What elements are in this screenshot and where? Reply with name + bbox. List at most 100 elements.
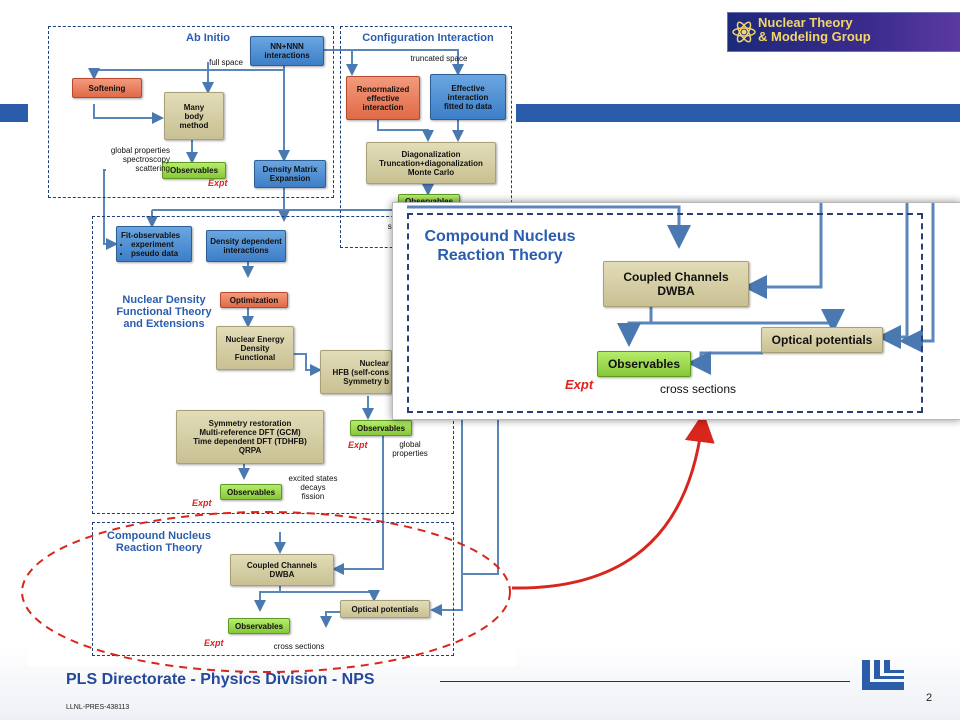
nn-nnn-box: NN+NNN interactions [250, 36, 324, 66]
zoom-observables-box: Observables [597, 351, 691, 377]
document-code: LLNL-PRES-438113 [66, 704, 130, 711]
observables-ab-box: Observables [162, 162, 226, 179]
full-space-label: full space [209, 58, 243, 67]
expt-label-sym: Expt [192, 498, 212, 508]
global-props-line-3: scattering [135, 164, 170, 173]
zoom-cross-sections-label: cross sections [659, 382, 737, 396]
excited-line-1: excited states [288, 474, 338, 483]
config-interaction-title: Configuration Interaction [362, 32, 494, 44]
nedf-box: Nuclear Energy Density Functional [216, 326, 294, 370]
density-matrix-box: Density Matrix Expansion [254, 160, 326, 188]
coupled-line-2: DWBA [269, 570, 295, 579]
nn-nnn-line-2: interactions [264, 51, 310, 60]
hfb-line-1: Nuclear [359, 358, 389, 368]
cross-sections-label: cross sections [273, 642, 325, 651]
page-number: 2 [926, 692, 933, 704]
compound-title: Compound Nucleus Reaction Theory [94, 530, 224, 554]
observables-hfb-box: Observables [350, 420, 412, 436]
effective-line-3: fitted to data [444, 101, 492, 111]
expt-label-ab: Expt [208, 178, 228, 188]
atom-icon [732, 21, 756, 43]
footer-title: PLS Directorate - Physics Division - NPS [66, 671, 375, 688]
nedf-line-1: Nuclear Energy [225, 334, 285, 344]
truncated-space-label: truncated space [410, 54, 468, 63]
ab-initio-title: Ab Initio [186, 32, 230, 44]
zoom-inset: Compound Nucleus Reaction Theory Coupled… [392, 202, 960, 420]
observables-sym-box: Observables [220, 484, 282, 500]
llnl-logo [862, 660, 904, 690]
diag-line-2: Truncation+diagonalization [379, 158, 483, 168]
ndft-title-line-1: Nuclear Density [122, 294, 206, 306]
hfb-box: Nuclear HFB (self-cons Symmetry b [320, 350, 392, 394]
symmetry-restoration-box: Symmetry restoration Multi-reference DFT… [176, 410, 324, 464]
observables-cn-box: Observables [228, 618, 290, 634]
zoom-title-line-1: Compound Nucleus [424, 228, 576, 245]
zoom-title: Compound Nucleus Reaction Theory [415, 227, 585, 265]
global-properties-2-label: global properties [382, 440, 438, 458]
optimization-box: Optimization [220, 292, 288, 308]
renormalized-box: Renormalized effective interaction [346, 76, 420, 120]
nedf-line-3: Functional [234, 352, 276, 362]
density-dependent-box: Density dependent interactions [206, 230, 286, 262]
zoom-dashed-border [407, 213, 923, 413]
ndft-title: Nuclear Density Functional Theory and Ex… [94, 294, 234, 330]
hfb-line-3: Symmetry b [343, 376, 389, 386]
zoom-coupled-line-2: DWBA [657, 284, 695, 298]
effective-line-2: interaction [447, 92, 489, 102]
excited-line-2: decays [300, 483, 326, 492]
fit-item-pseudo-data: pseudo data [131, 249, 178, 258]
density-matrix-line-1: Density Matrix [262, 165, 318, 174]
excited-states-label: excited states decays fission [278, 474, 348, 501]
nn-nnn-line-1: NN+NNN [270, 42, 304, 51]
global-props-line-1: global properties [110, 146, 170, 155]
logo-line-2: & Modeling Group [758, 29, 871, 44]
many-body-line-3: method [179, 120, 209, 130]
expt-label-cn: Expt [204, 638, 224, 648]
nedf-line-2: Density [240, 343, 270, 353]
renormalized-line-1: Renormalized [356, 84, 410, 94]
zoom-optical-potentials-box: Optical potentials [761, 327, 883, 353]
effective-line-1: Effective [451, 83, 485, 93]
zoom-coupled-line-1: Coupled Channels [623, 270, 729, 284]
symmetry-line-3: Time dependent DFT (TDHFB) [193, 437, 307, 446]
effective-interaction-box: Effective interaction fitted to data [430, 74, 506, 120]
hfb-line-2: HFB (self-cons [332, 367, 389, 377]
coupled-line-1: Coupled Channels [246, 561, 318, 570]
fit-observables-list: experiment pseudo data [121, 240, 178, 258]
logo-line-1: Nuclear Theory [758, 15, 853, 30]
density-dependent-line-2: interactions [223, 246, 269, 255]
footer-divider [440, 681, 850, 682]
softening-box: Softening [72, 78, 142, 98]
global-props-line-2: spectroscopy [122, 155, 170, 164]
symmetry-line-2: Multi-reference DFT (GCM) [199, 428, 301, 437]
zoom-expt-label: Expt [565, 377, 594, 392]
compound-nucleus-section [92, 522, 454, 656]
fit-observables-title: Fit-observables [121, 230, 181, 240]
logo-text: Nuclear Theory & Modeling Group [758, 16, 871, 44]
zoom-title-line-2: Reaction Theory [437, 247, 563, 264]
expt-label-hfb: Expt [348, 440, 368, 450]
diag-line-1: Diagonalization [401, 149, 461, 159]
ci-partial-label: sp [382, 222, 402, 231]
diagonalization-box: Diagonalization Truncation+diagonalizati… [366, 142, 496, 184]
ndft-title-line-2: Functional Theory [116, 306, 212, 318]
fit-item-experiment: experiment [131, 240, 178, 249]
ndft-title-line-3: and Extensions [123, 318, 205, 330]
diag-line-3: Monte Carlo [407, 167, 455, 177]
global-props2-line-2: properties [392, 449, 428, 458]
global-properties-label: global properties spectroscopy scatterin… [84, 146, 170, 173]
global-props2-line-1: global [399, 440, 421, 449]
density-dependent-line-1: Density dependent [210, 237, 282, 246]
compound-title-line-2: Reaction Theory [115, 542, 203, 554]
zoom-connectors [407, 203, 935, 375]
many-body-box: Many body method [164, 92, 224, 140]
compound-title-line-1: Compound Nucleus [107, 530, 211, 542]
zoom-coupled-channels-box: Coupled Channels DWBA [603, 261, 749, 307]
excited-line-3: fission [301, 492, 325, 501]
optical-potentials-box: Optical potentials [340, 600, 430, 618]
nuclear-theory-logo: Nuclear Theory & Modeling Group [727, 12, 960, 52]
density-matrix-line-2: Expansion [269, 174, 311, 183]
coupled-channels-box: Coupled Channels DWBA [230, 554, 334, 586]
renormalized-line-2: effective [366, 93, 400, 103]
